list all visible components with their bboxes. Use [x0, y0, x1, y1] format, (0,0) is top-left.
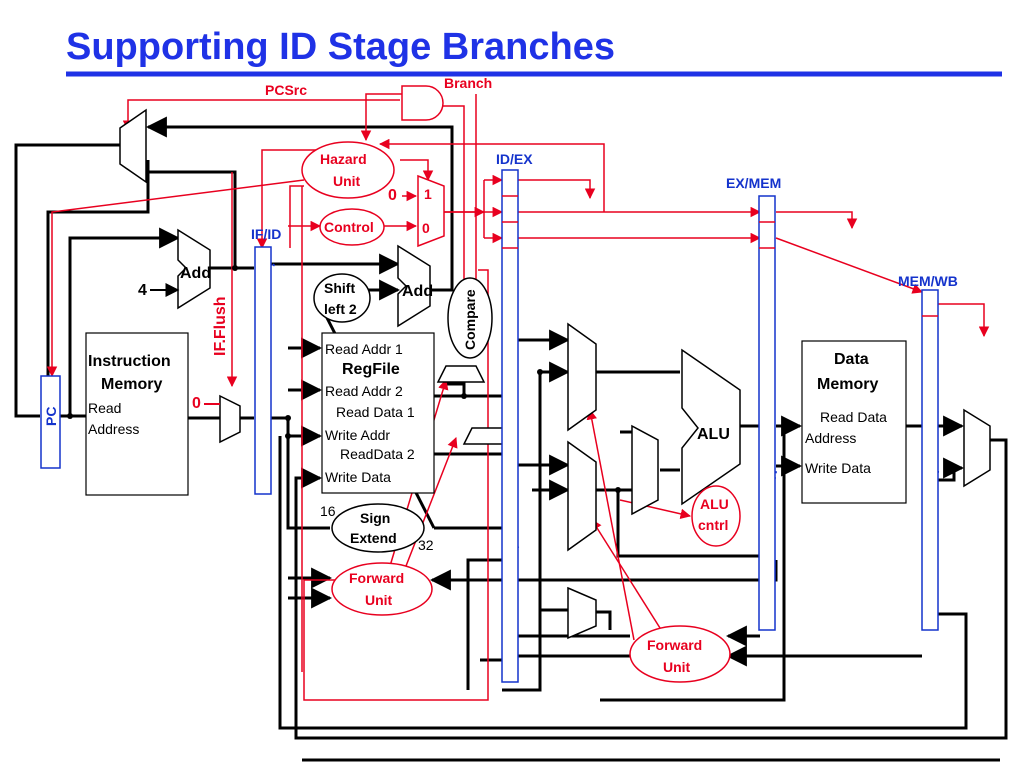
forward-unit-id	[331, 562, 433, 616]
page-title: Supporting ID Stage Branches	[66, 26, 615, 68]
compare-label: Compare	[462, 289, 478, 350]
ex-mem-register	[758, 195, 776, 631]
im-title-2: Memory	[101, 376, 162, 393]
shift-label-1: Shift	[324, 280, 355, 296]
mem-wb-register	[921, 289, 939, 631]
ex-forward-mux-b	[567, 440, 597, 552]
ex-mem-label: EX/MEM	[726, 175, 781, 191]
regfile-title: RegFile	[342, 361, 400, 378]
pc-adder-label: Add	[180, 265, 211, 282]
sign-extend-label-2: Extend	[350, 530, 397, 546]
bit-width-out: 32	[418, 537, 434, 553]
compare-unit	[447, 277, 493, 359]
alu-control-label-1: ALU	[700, 496, 729, 512]
alu-control-label-2: cntrl	[698, 517, 728, 533]
hazard-unit	[301, 141, 395, 199]
regdst-mux	[567, 586, 597, 640]
dm-title-1: Data	[834, 351, 869, 368]
bit-width-in: 16	[320, 503, 336, 519]
control-label: Control	[324, 219, 374, 235]
regfile-write-addr: Write Addr	[325, 427, 390, 443]
forward-id-label-2: Unit	[365, 592, 393, 608]
hazard-label-1: Hazard	[320, 151, 367, 167]
regfile-read-addr-2: Read Addr 2	[325, 383, 403, 399]
im-title-1: Instruction	[88, 353, 171, 370]
branch-adder	[397, 244, 431, 328]
id-ex-register	[501, 169, 519, 683]
if-flush-label: IF.Flush	[212, 296, 229, 356]
instruction-memory	[85, 332, 189, 496]
mem-wb-label: MEM/WB	[898, 273, 958, 289]
dm-port-write-data: Write Data	[805, 460, 871, 476]
id-forward-mux-1	[436, 365, 486, 383]
shift-left-unit	[313, 273, 371, 323]
alu-src-mux	[631, 424, 659, 516]
id-ex-label: ID/EX	[496, 151, 533, 167]
sign-extend-label-1: Sign	[360, 510, 390, 526]
pc-mux	[119, 108, 147, 184]
sign-extend-unit	[331, 503, 425, 553]
im-port-read: Read	[88, 400, 121, 416]
branch-and-gate	[401, 85, 444, 121]
alu-control-unit	[691, 485, 741, 547]
forward-ex-label-2: Unit	[663, 659, 691, 675]
writeback-mux	[963, 408, 991, 488]
alu	[681, 348, 741, 506]
control-unit	[319, 208, 385, 246]
control-mux	[417, 174, 445, 248]
regfile-read-data-1: Read Data 1	[336, 404, 415, 420]
shift-label-2: left 2	[324, 301, 357, 317]
branch-adder-label: Add	[402, 283, 433, 300]
const-zero-flush: 0	[192, 395, 201, 412]
alu-label: ALU	[697, 426, 730, 443]
ex-forward-mux-a	[567, 322, 597, 432]
regfile-write-data: Write Data	[325, 469, 391, 485]
const-four: 4	[138, 282, 147, 299]
hazard-label-2: Unit	[333, 173, 361, 189]
dm-title-2: Memory	[817, 376, 878, 393]
const-zero-ctrl: 0	[388, 187, 397, 204]
regfile	[321, 332, 435, 494]
pc-label: PC	[43, 407, 59, 426]
regfile-read-addr-1: Read Addr 1	[325, 341, 403, 357]
const-one-mux: 1	[424, 186, 432, 202]
dm-port-read-data: Read Data	[820, 409, 887, 425]
forward-ex-label-1: Forward	[647, 637, 702, 653]
if-id-label: IF/ID	[251, 226, 281, 242]
im-port-address: Address	[88, 421, 139, 437]
if-flush-mux	[219, 394, 241, 444]
if-id-register	[254, 246, 272, 495]
pcsrc-label: PCSrc	[265, 82, 307, 98]
data-memory	[801, 340, 907, 504]
wire-junctions	[67, 265, 787, 493]
regfile-read-data-2: ReadData 2	[340, 446, 415, 462]
branch-label: Branch	[444, 75, 492, 91]
forward-id-label-1: Forward	[349, 570, 404, 586]
forward-unit-ex	[629, 625, 731, 683]
const-zero-mux: 0	[422, 220, 430, 236]
pc-register	[40, 375, 61, 469]
control-wires	[46, 93, 990, 701]
dm-port-address: Address	[805, 430, 856, 446]
